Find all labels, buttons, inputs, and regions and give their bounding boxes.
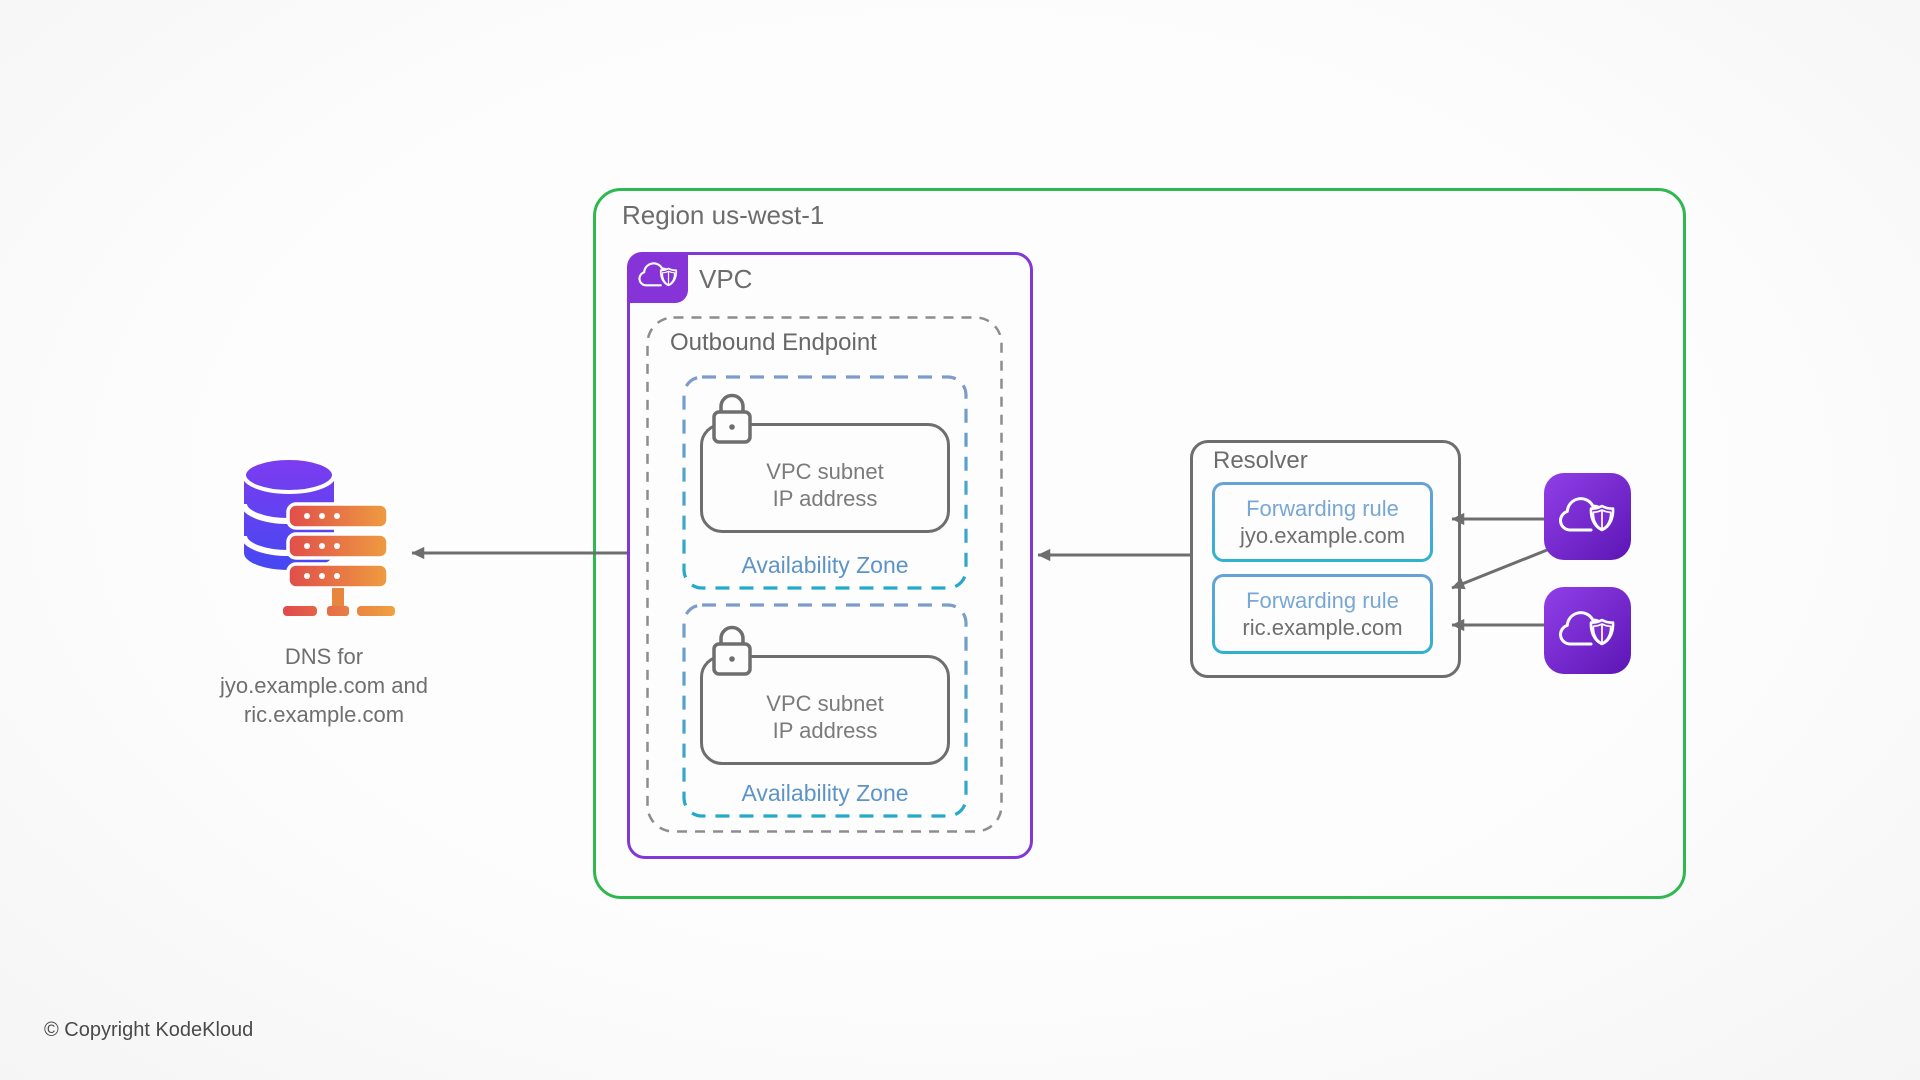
resolver-label: Resolver bbox=[1213, 447, 1308, 474]
forwarding-rule-title: Forwarding rule bbox=[1246, 588, 1399, 613]
lock-icon bbox=[712, 625, 752, 676]
forwarding-rule-ric: Forwarding rule ric.example.com bbox=[1212, 574, 1433, 654]
forwarding-rule-jyo: Forwarding rule jyo.example.com bbox=[1212, 482, 1433, 562]
availability-zone-label: Availability Zone bbox=[741, 780, 909, 806]
copyright-text: © Copyright KodeKloud bbox=[44, 1019, 254, 1041]
vpc-subnet-label-line1: VPC subnet bbox=[766, 691, 884, 716]
vpc-subnet-label-line2: IP address bbox=[772, 718, 878, 743]
protected-cloud-icon bbox=[1544, 587, 1631, 674]
availability-zone-border bbox=[682, 375, 968, 590]
availability-zone-label: Availability Zone bbox=[741, 552, 909, 578]
protected-cloud-icon bbox=[1544, 473, 1631, 560]
outbound-endpoint-label: Outbound Endpoint bbox=[670, 329, 877, 356]
availability-zone-border bbox=[682, 603, 968, 818]
forwarding-rule-domain: ric.example.com bbox=[1242, 615, 1403, 640]
vpc-subnet-label-line2: IP address bbox=[772, 486, 878, 511]
vpc-subnet-label-line1: VPC subnet bbox=[766, 459, 884, 484]
lock-icon bbox=[712, 393, 752, 444]
dns-label-line2: jyo.example.com and bbox=[220, 673, 428, 698]
forwarding-rule-domain: jyo.example.com bbox=[1239, 523, 1406, 548]
dns-label: DNS for jyo.example.com and ric.example.… bbox=[192, 642, 456, 729]
cloud-shield-icon bbox=[636, 258, 680, 298]
vpc-box bbox=[627, 252, 1033, 859]
forwarding-rule-title: Forwarding rule bbox=[1246, 496, 1399, 521]
vpc-label: VPC bbox=[699, 264, 753, 294]
dns-label-line1: DNS for bbox=[284, 644, 364, 669]
forwarding-rule-border bbox=[1212, 574, 1433, 654]
vpc-badge bbox=[627, 252, 688, 303]
region-label: Region us-west-1 bbox=[622, 200, 825, 230]
forwarding-rule-border bbox=[1212, 482, 1433, 562]
outbound-endpoint-border bbox=[646, 316, 1003, 833]
region-box bbox=[593, 188, 1686, 899]
dns-database-icon bbox=[243, 456, 395, 616]
dns-label-line3: ric.example.com bbox=[243, 702, 405, 727]
